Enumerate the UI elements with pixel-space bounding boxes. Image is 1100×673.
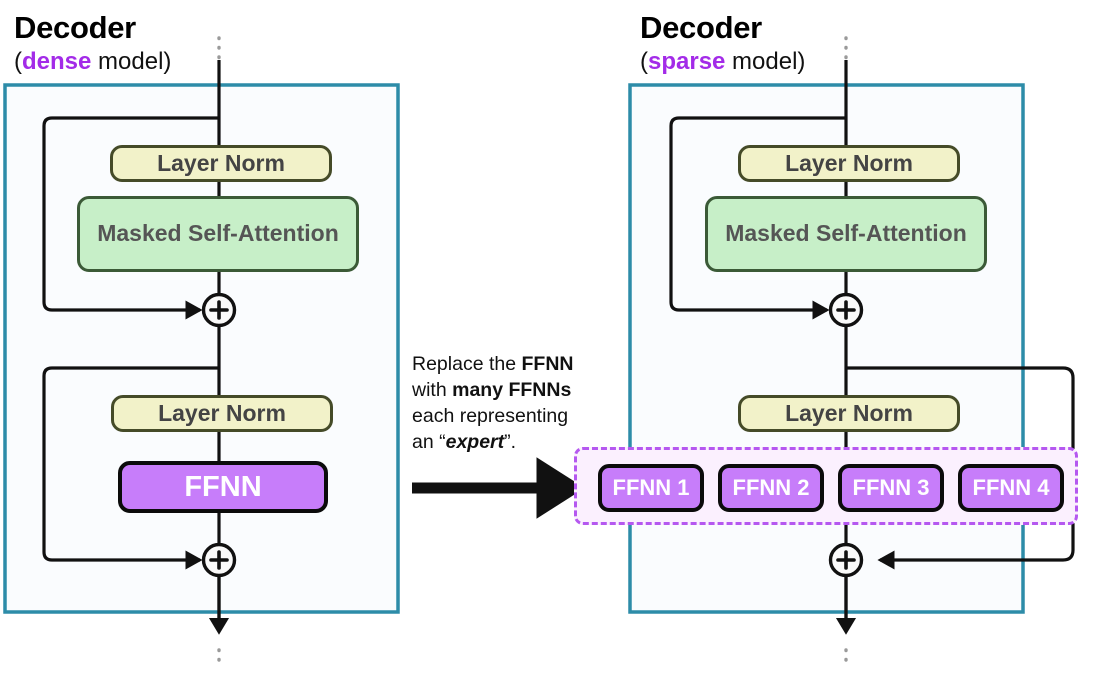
left-subtitle-prefix: ( [14,47,22,75]
caption-line-1-bold: FFNN [521,353,574,375]
right-subtitle-suffix: model) [725,47,806,75]
right-skip-1 [669,116,846,320]
left-layer-norm-1[interactable]: Layer Norm [110,145,332,182]
expert-ffnn-4[interactable]: FFNN 4 [958,464,1064,512]
right-subtitle-accent: sparse [648,47,726,75]
left-masked-self-attention[interactable]: Masked Self-Attention [77,196,359,272]
expert-ffnn-2[interactable]: FFNN 2 [718,464,824,512]
right-panel-title: Decoder [640,10,762,45]
right-panel-title-block: Decoder (sparse model) [640,10,805,76]
left-subtitle-accent: dense [22,47,92,75]
left-layer-norm-2[interactable]: Layer Norm [111,395,333,432]
left-panel-subtitle: (dense model) [14,48,171,76]
right-layer-norm-2[interactable]: Layer Norm [738,395,960,432]
expert-ffnn-1[interactable]: FFNN 1 [598,464,704,512]
caption-line-2-text: with [412,378,453,401]
caption-line-4-text: an “ [412,430,446,453]
left-add-node-1 [201,292,237,328]
expert-ffnn-3[interactable]: FFNN 3 [838,464,944,512]
left-panel-title-block: Decoder (dense model) [14,10,171,76]
right-add-node-2 [828,542,864,578]
right-layer-norm-1[interactable]: Layer Norm [738,145,960,182]
left-ffnn-block[interactable]: FFNN [118,461,328,513]
left-add-node-2 [201,542,237,578]
left-skip-1 [42,116,219,320]
right-subtitle-prefix: ( [640,47,648,75]
caption-line-3: each representing [412,404,569,427]
right-masked-self-attention[interactable]: Masked Self-Attention [705,196,987,272]
caption-line-4-italic: expert [445,430,505,453]
left-panel-title: Decoder [14,10,136,45]
caption-line-1-text: Replace the [412,353,522,375]
left-skip-2 [42,366,219,570]
caption-line-4: an “expert”. [412,430,612,456]
right-panel-subtitle: (sparse model) [640,48,805,76]
transform-caption: Replace the FFNN with many FFNNs each re… [412,352,612,456]
caption-line-1: Replace the FFNN [412,352,612,378]
right-add-node-1 [828,292,864,328]
left-subtitle-suffix: model) [91,47,172,75]
experts-container: FFNN 1 FFNN 2 FFNN 3 FFNN 4 [574,447,1078,525]
caption-line-4-tail: ”. [504,430,517,453]
caption-line-2: with many FFNNs [412,378,612,404]
caption-line-2-bold: many FFNNs [452,378,572,401]
